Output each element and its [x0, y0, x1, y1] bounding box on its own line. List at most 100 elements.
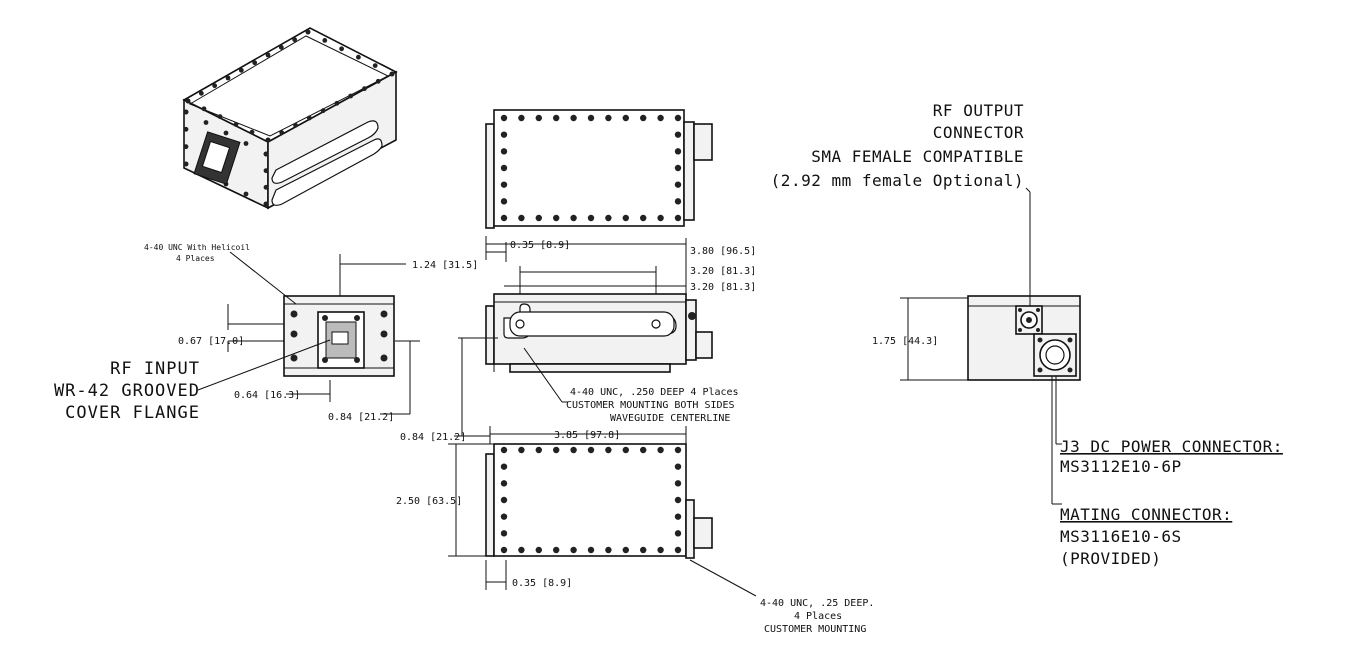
bolt-icon [263, 201, 269, 207]
bolt-icon [674, 198, 682, 205]
bolt-icon [657, 114, 664, 122]
j3-part: MS3112E10-6P [1060, 457, 1182, 476]
bolt-icon [225, 75, 231, 81]
bolt-icon [622, 546, 629, 554]
bolt-icon [500, 496, 508, 504]
bolt-icon [201, 106, 207, 112]
bolt-icon [535, 446, 542, 454]
bolt-icon [203, 120, 209, 125]
bottom-mount-note-line2: 4 Places [794, 611, 842, 622]
bolt-icon [500, 546, 508, 554]
bolt-icon [605, 114, 612, 122]
bolt-icon [640, 546, 647, 554]
bolt-icon [183, 144, 189, 150]
side-mount-note-line2: CUSTOMER MOUNTING BOTH SIDES [566, 400, 735, 411]
bolt-icon [674, 530, 682, 537]
bolt-icon [657, 546, 664, 554]
side-dim-c: 3.20 [81.3] [690, 266, 756, 277]
bolt-icon [223, 130, 229, 136]
bolt-icon [553, 446, 560, 454]
bolt-icon [535, 214, 542, 222]
bolt-icon [518, 214, 525, 222]
bolt-icon [375, 78, 381, 84]
bolt-icon [263, 151, 269, 157]
bolt-icon [587, 214, 595, 222]
bolt-icon [553, 114, 560, 122]
bolt-icon [249, 129, 255, 135]
bolt-icon [362, 86, 367, 92]
bolt-icon [674, 181, 682, 188]
bolt-icon [252, 60, 258, 66]
bottom-dim-length: 3.85 [97.8] [554, 430, 620, 441]
bolt-icon [263, 184, 269, 190]
rf-input-line3: COVER FLANGE [65, 403, 200, 423]
front-dim-width: 1.24 [31.5] [412, 260, 478, 271]
end-dim-height: 1.75 [44.3] [872, 336, 938, 347]
bottom-mount-note-line3: CUSTOMER MOUNTING [764, 624, 866, 635]
bolt-icon [622, 114, 629, 122]
bolt-icon [622, 446, 629, 454]
bolt-icon [657, 446, 664, 454]
bolt-icon [293, 122, 298, 128]
bolt-icon [657, 214, 664, 222]
bolt-icon [570, 114, 577, 122]
side-mount-note-line1: 4-40 UNC, .250 DEEP 4 Places [570, 387, 739, 398]
bolt-icon [500, 513, 508, 520]
bolt-icon [587, 114, 595, 122]
bolt-icon [500, 114, 508, 122]
rf-output-line3: SMA FEMALE COMPATIBLE [811, 147, 1024, 166]
bolt-icon [535, 114, 542, 122]
mating-part: MS3116E10-6S [1060, 527, 1182, 546]
bottom-view [448, 426, 757, 597]
bolt-icon [238, 67, 244, 73]
mating-note: (PROVIDED) [1060, 549, 1161, 568]
bolt-icon [322, 38, 328, 43]
front-dim-offset-x: 0.64 [16.3] [234, 390, 300, 401]
side-mount-note-line3: WAVEGUIDE CENTERLINE [610, 413, 730, 424]
bolt-icon [674, 546, 682, 554]
bolt-icon [500, 214, 508, 222]
bolt-icon [198, 90, 204, 96]
bolt-icon [500, 530, 508, 537]
bolt-icon [553, 214, 560, 222]
bolt-icon [243, 191, 249, 197]
bolt-icon [389, 71, 395, 77]
bolt-icon [320, 108, 326, 114]
rf-output-line4: (2.92 mm female Optional) [771, 171, 1024, 190]
end-view [900, 187, 1081, 505]
bolt-icon [674, 114, 682, 122]
mating-title: MATING CONNECTOR: [1060, 505, 1232, 524]
bolt-icon [674, 496, 682, 504]
front-dim-height: 0.67 [17.0] [178, 336, 244, 347]
front-dim-offset-y: 0.84 [21.2] [328, 412, 394, 423]
bolt-icon [518, 546, 525, 554]
bottom-mount-note-line1: 4-40 UNC, .25 DEEP. [760, 598, 874, 609]
bolt-icon [233, 122, 239, 127]
bolt-icon [570, 546, 577, 554]
bolt-icon [334, 100, 340, 106]
bolt-icon [674, 463, 682, 470]
bolt-icon [500, 181, 508, 188]
bolt-icon [640, 114, 647, 122]
bolt-icon [500, 480, 508, 487]
bolt-icon [265, 52, 271, 58]
bolt-icon [674, 148, 682, 155]
bottom-dim-width: 2.50 [63.5] [396, 496, 462, 507]
bottom-dim-offset: 0.35 [8.9] [512, 578, 572, 589]
bolt-icon [217, 114, 223, 119]
bolt-icon [500, 131, 508, 138]
rf-input-line2: WR-42 GROOVED [54, 381, 200, 401]
top-view [485, 109, 713, 229]
side-view [454, 236, 713, 437]
bolt-icon [292, 37, 298, 43]
bolt-icon [500, 446, 508, 454]
side-dim-b: 3.80 [96.5] [690, 246, 756, 257]
bolt-icon [640, 446, 647, 454]
rf-output-line1: RF OUTPUT [933, 101, 1024, 120]
bolt-icon [674, 214, 682, 222]
bolt-icon [243, 141, 249, 146]
bolt-icon [587, 546, 595, 554]
bolt-icon [535, 546, 542, 554]
bolt-icon [674, 131, 682, 138]
